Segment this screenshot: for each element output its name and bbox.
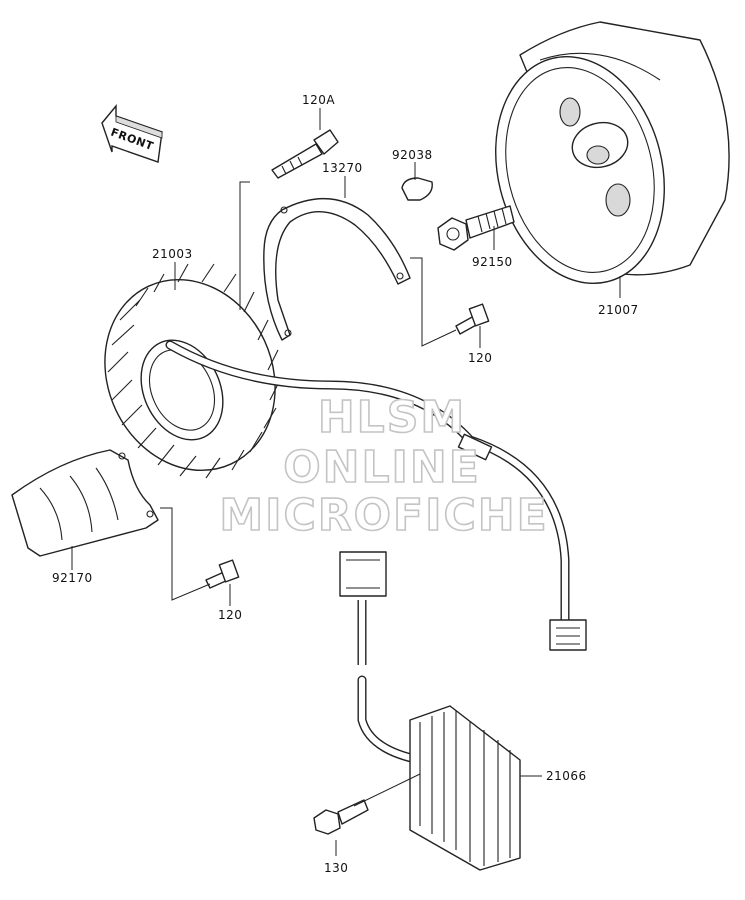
regulator-bolt — [313, 799, 369, 835]
leader-lines — [71, 108, 621, 856]
label-21007: 21007 — [598, 303, 639, 317]
front-arrow-icon: FRONT — [101, 104, 163, 163]
small-bolt-upper — [455, 303, 490, 335]
label-130: 130 — [324, 861, 348, 875]
watermark-line2: ONLINE — [283, 442, 481, 493]
stator-bolt — [271, 129, 339, 179]
watermark-line1: HLSM — [318, 392, 466, 443]
label-21066: 21066 — [546, 769, 587, 783]
small-bolt-lower — [205, 559, 240, 589]
woodruff-key — [401, 177, 433, 201]
label-120A: 120A — [302, 93, 335, 107]
watermark: HLSM ONLINE MICROFICHE — [219, 391, 548, 542]
label-21003: 21003 — [152, 247, 193, 261]
label-92038: 92038 — [392, 148, 433, 162]
label-92150: 92150 — [472, 255, 513, 269]
label-120-upper: 120 — [468, 351, 492, 365]
stator-wire-harness — [165, 340, 587, 651]
regulator-rectifier — [339, 551, 521, 871]
label-13270: 13270 — [322, 161, 363, 175]
wire-cover — [11, 449, 159, 557]
label-92170: 92170 — [52, 571, 93, 585]
watermark-line3: MICROFICHE — [219, 490, 548, 541]
retaining-plate — [263, 198, 411, 341]
label-120-lower: 120 — [218, 608, 242, 622]
flywheel-bolt — [437, 205, 515, 251]
rotor-flywheel — [495, 21, 730, 285]
